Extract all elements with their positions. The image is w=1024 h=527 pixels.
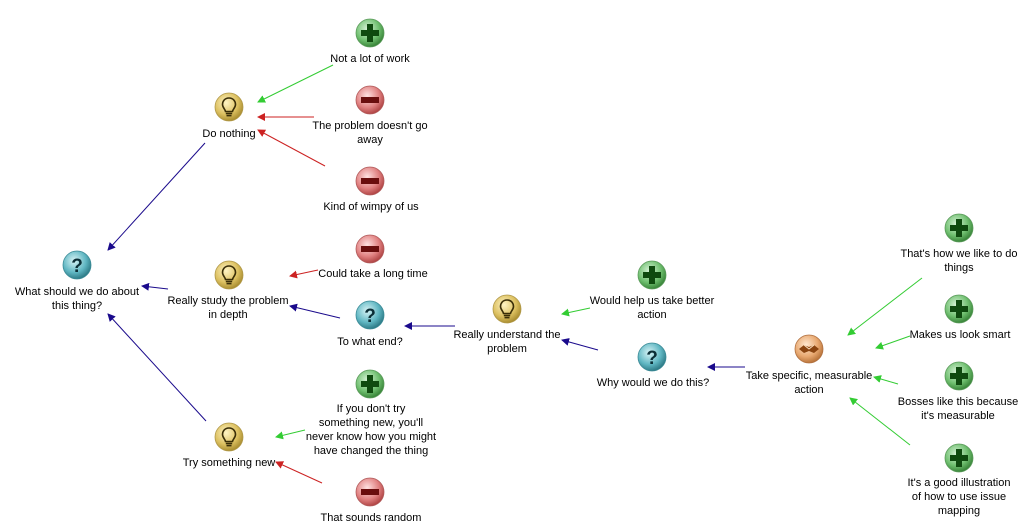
minus-icon <box>355 85 385 115</box>
node-label: That's how we like to do things <box>900 248 1018 274</box>
edge-random-to-try <box>275 461 323 484</box>
plus-icon <box>944 361 974 391</box>
minus-icon <box>355 166 385 196</box>
node-label: What should we do about this thing? <box>14 286 140 312</box>
lightbulb-icon <box>214 260 244 290</box>
node-label: Really understand the problem <box>453 329 561 355</box>
plus-icon <box>637 260 667 290</box>
lightbulb-icon <box>214 92 244 122</box>
node-label: That sounds random <box>320 512 422 524</box>
plus-icon <box>944 294 974 324</box>
edge-wimpy-to-do-nothing <box>257 129 326 167</box>
edge-illus-to-action <box>849 397 911 446</box>
edge-better-to-understand <box>561 307 591 317</box>
node-label: Bosses like this because it's measurable <box>897 396 1019 422</box>
plus-icon <box>355 18 385 48</box>
question-icon <box>62 250 92 280</box>
edge-study-to-question <box>141 282 169 291</box>
node-label: To what end? <box>337 336 403 348</box>
question-icon <box>355 300 385 330</box>
node-label: If you don't try something new, you'll n… <box>305 403 437 457</box>
node-label: Would help us take better action <box>589 295 715 321</box>
lightbulb-icon <box>492 294 522 324</box>
edge-try-to-question <box>107 313 207 422</box>
lightbulb-icon <box>214 422 244 452</box>
minus-icon <box>355 477 385 507</box>
node-label: It's a good illustration of how to use i… <box>907 477 1011 517</box>
edge-bosses-to-action <box>873 375 899 385</box>
question-icon <box>637 342 667 372</box>
edge-do-nothing-to-question <box>107 142 206 251</box>
handshake-icon <box>794 334 824 364</box>
node-label: Could take a long time <box>318 268 428 280</box>
edge-how-to-action <box>847 277 923 336</box>
node-label: Take specific, measurable action <box>745 370 873 396</box>
node-label: Really study the problem in depth <box>167 295 289 321</box>
node-label: Not a lot of work <box>330 53 410 65</box>
edge-why-to-understand <box>561 338 599 351</box>
node-label: Why would we do this? <box>596 377 710 389</box>
edge-long-to-study <box>289 269 319 279</box>
node-label: Kind of wimpy of us <box>323 201 419 213</box>
node-label: Do nothing <box>202 128 256 140</box>
minus-icon <box>355 234 385 264</box>
plus-icon <box>944 443 974 473</box>
node-label: The problem doesn't go away <box>312 120 428 146</box>
node-label: Try something new <box>182 457 276 469</box>
plus-icon <box>355 369 385 399</box>
node-label: Makes us look smart <box>909 329 1011 341</box>
edge-smart-to-action <box>875 335 911 350</box>
edge-not-work-to-do-nothing <box>257 64 334 103</box>
edge-end-to-study <box>289 303 341 319</box>
edge-try-pro-to-try <box>275 429 306 440</box>
plus-icon <box>944 213 974 243</box>
